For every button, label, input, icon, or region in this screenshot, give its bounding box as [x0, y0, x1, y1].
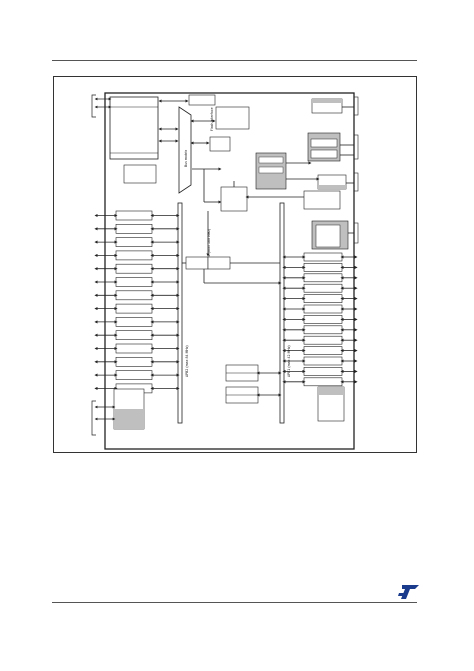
- dma-block: [220, 186, 248, 212]
- right-edge-bracket-1: [353, 96, 359, 116]
- right-peripheral-4: [282, 283, 358, 293]
- left-peripheral-2: [94, 224, 180, 234]
- figure-frame: Flash interface Bus matrix: [53, 76, 417, 453]
- right-peripheral-9: [282, 335, 358, 345]
- left-peripheral-column: [94, 210, 180, 394]
- bridge-connectors: [182, 211, 282, 285]
- right-edge-bracket-2: [353, 134, 359, 160]
- flash-interface-label: Flash interface: [210, 107, 214, 131]
- left-peripheral-14: [94, 383, 180, 394]
- right-mid-sub-1: [310, 138, 338, 148]
- left-peripheral-12: [94, 356, 180, 367]
- left-peripheral-10: [94, 330, 180, 340]
- right-top-pins: [340, 106, 354, 234]
- lower-left-block-shaded: [114, 409, 144, 429]
- bus-matrix-label: Bus matrix: [184, 150, 188, 167]
- right-peripheral-1: [282, 252, 358, 262]
- header-rule: [52, 60, 417, 61]
- right-edge-bracket-4: [353, 222, 359, 244]
- power-sub-2: [258, 166, 284, 174]
- right-peripheral-6: [282, 304, 358, 314]
- right-peripheral-10: [282, 346, 358, 355]
- chip-outline: [104, 92, 355, 450]
- right-peripheral-13: [282, 377, 358, 387]
- flash-block: [215, 106, 250, 130]
- left-peripheral-1: [94, 210, 180, 221]
- lower-center-block-2: [225, 386, 282, 404]
- cpu-core-block: [109, 96, 159, 160]
- right-peripheral-column: [282, 252, 358, 387]
- left-peripheral-5: [94, 263, 180, 274]
- ahb-bus-label: AHB1 (max 168 MHz): [207, 229, 211, 263]
- left-peripheral-11: [94, 343, 180, 354]
- right-mid-sub-2: [310, 149, 338, 159]
- right-connectors: [233, 161, 320, 199]
- right-peripheral-7: [282, 315, 358, 324]
- left-peripheral-3: [94, 237, 180, 247]
- lower-center-blocks: [225, 364, 282, 404]
- footer-rule: [52, 602, 417, 603]
- left-peripheral-9: [94, 317, 180, 327]
- apb-bridge-left: [185, 256, 209, 270]
- left-edge-brackets: [91, 94, 116, 436]
- right-peripheral-2: [282, 263, 358, 272]
- right-peripheral-11: [282, 356, 358, 366]
- left-mid-block: [123, 164, 157, 184]
- right-block-3-inner: [315, 224, 341, 248]
- lower-center-block-1: [225, 364, 282, 382]
- left-peripheral-4: [94, 250, 180, 261]
- right-top-block-shaded: [312, 99, 342, 103]
- block-diagram: Flash interface Bus matrix: [91, 92, 359, 450]
- apb1-bus-bar: [279, 202, 285, 424]
- apb-bridge-right: [207, 256, 231, 270]
- right-peripheral-3: [282, 273, 358, 283]
- apb2-bus-bar: [177, 202, 183, 424]
- right-peripheral-12: [282, 367, 358, 376]
- clock-block-shaded: [318, 185, 346, 189]
- top-block-2: [209, 136, 231, 152]
- left-peripheral-8: [94, 303, 180, 314]
- bus-matrix-shape: [178, 106, 192, 194]
- st-logo: [398, 585, 419, 599]
- left-peripheral-13: [94, 370, 180, 380]
- top-block-1: [188, 94, 216, 106]
- left-peripheral-7: [94, 290, 180, 301]
- apb2-bus-label: APB2 (max 84 MHz): [185, 345, 189, 377]
- lower-right-block-shaded: [318, 387, 344, 395]
- power-sub-1: [258, 156, 284, 164]
- core-bus-arrows: [158, 99, 222, 204]
- right-edge-bracket-3: [353, 172, 359, 192]
- left-peripheral-6: [94, 277, 180, 287]
- right-block-2: [303, 190, 341, 210]
- right-peripheral-5: [282, 294, 358, 303]
- right-peripheral-8: [282, 325, 358, 335]
